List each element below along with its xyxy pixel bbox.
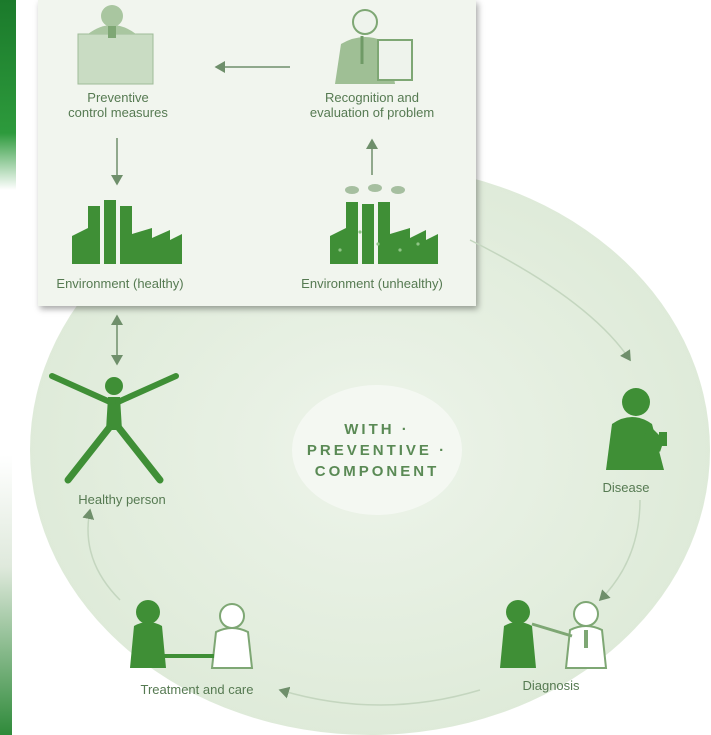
cycle-arrow-2	[598, 499, 641, 602]
env-healthy-label: Environment (healthy)	[56, 276, 184, 291]
disease-label: Disease	[602, 480, 650, 495]
recognition-label: Recognition and evaluation of problem	[309, 90, 435, 120]
healthy-person-icon	[49, 373, 179, 484]
cycle-arrow-1	[469, 239, 631, 362]
cycle-arrow-3	[278, 686, 481, 706]
preventive-control-label: Preventive control measures	[68, 90, 168, 120]
preventive-control-icon	[77, 5, 154, 85]
disease-icon	[606, 388, 667, 470]
healthy-person-label: Healthy person	[78, 492, 166, 507]
treatment-label: Treatment and care	[140, 682, 254, 697]
unhealthy-factory-icon	[330, 184, 438, 264]
center-line-3: COMPONENT	[314, 462, 440, 480]
center-line-1: WITH ·	[344, 420, 410, 438]
diagnosis-label: Diagnosis	[522, 678, 580, 693]
recognition-icon	[335, 9, 413, 84]
cycle-arrow-4	[82, 508, 121, 601]
env-unhealthy-label: Environment (unhealthy)	[301, 276, 443, 291]
center-line-2: PREVENTIVE ·	[306, 441, 448, 459]
healthy-factory-icon	[72, 200, 182, 264]
treatment-icon	[130, 600, 254, 669]
diagnosis-icon	[500, 600, 608, 669]
center-label: WITH · PREVENTIVE · COMPONENT	[292, 385, 462, 515]
slide-edge-decoration-bottom	[0, 455, 12, 735]
slide-edge-decoration	[0, 0, 16, 190]
